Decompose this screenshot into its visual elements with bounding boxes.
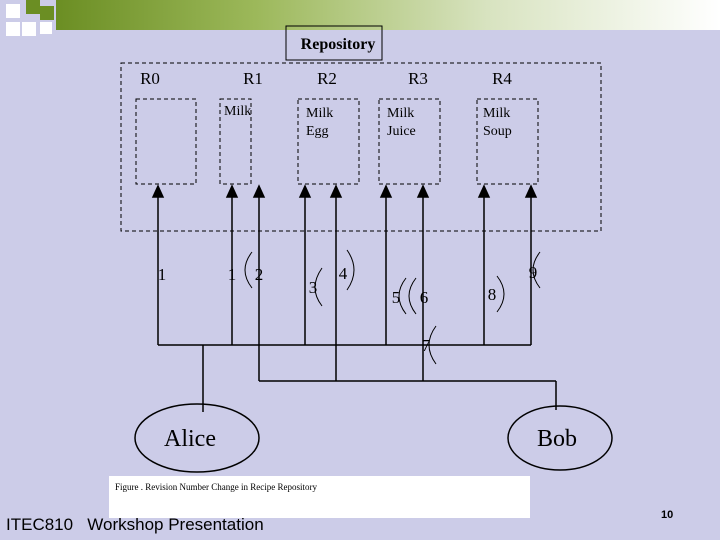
arrow-head bbox=[298, 184, 312, 198]
corner-square-green bbox=[40, 6, 54, 20]
revision-label-r4: R4 bbox=[492, 69, 512, 88]
number-arc bbox=[398, 277, 407, 315]
arrow-head bbox=[225, 184, 239, 198]
revision-number: 9 bbox=[529, 263, 538, 282]
revision-number: 1 bbox=[228, 265, 237, 284]
revision-number: 3 bbox=[309, 278, 318, 297]
item-text: Juice bbox=[387, 124, 416, 139]
repository-title: Repository bbox=[301, 36, 376, 53]
revision-box-r1 bbox=[219, 98, 252, 185]
revision-label-r2: R2 bbox=[317, 69, 337, 88]
header-gradient-stripe bbox=[56, 0, 720, 30]
revision-number: 8 bbox=[488, 285, 497, 304]
number-arc bbox=[496, 275, 505, 313]
corner-square-white bbox=[40, 22, 52, 34]
user-node-alice bbox=[134, 403, 260, 473]
arrow-head bbox=[252, 184, 266, 198]
revision-label-r0: R0 bbox=[140, 69, 160, 88]
number-arc bbox=[244, 251, 253, 289]
number-arc bbox=[408, 277, 417, 315]
item-text: Milk bbox=[306, 106, 333, 121]
revision-number: 1 bbox=[158, 265, 167, 284]
arrow-head bbox=[416, 184, 430, 198]
item-text: Milk bbox=[483, 106, 510, 121]
number-arc bbox=[428, 325, 437, 365]
revision-number: 7 bbox=[422, 336, 431, 355]
revision-label-r1: R1 bbox=[243, 69, 263, 88]
repository-title-box bbox=[285, 25, 383, 61]
arrow-head bbox=[151, 184, 165, 198]
arrow-head bbox=[477, 184, 491, 198]
number-arc bbox=[346, 249, 355, 291]
revision-number: 6 bbox=[420, 288, 429, 307]
arrow-head bbox=[379, 184, 393, 198]
number-arc bbox=[314, 267, 323, 307]
corner-square-white bbox=[22, 22, 36, 36]
item-text: Soup bbox=[483, 124, 512, 139]
arrow-head bbox=[329, 184, 343, 198]
corner-square-white bbox=[6, 4, 20, 18]
revision-label-r3: R3 bbox=[408, 69, 428, 88]
revision-number: 5 bbox=[392, 288, 401, 307]
revision-box-r2 bbox=[297, 98, 360, 185]
user-node-bob bbox=[507, 405, 613, 471]
revision-number: 2 bbox=[255, 265, 264, 284]
repository-area bbox=[120, 62, 602, 232]
user-name-alice: Alice bbox=[164, 426, 216, 452]
footer-course-title: ITEC810 Workshop Presentation bbox=[6, 515, 264, 534]
revision-number: 4 bbox=[339, 264, 348, 283]
corner-square-white bbox=[6, 22, 20, 36]
item-text: Egg bbox=[306, 124, 329, 139]
revision-box-r0 bbox=[135, 98, 197, 185]
revision-box-r4 bbox=[476, 98, 539, 185]
corner-square-green bbox=[26, 0, 40, 14]
figure-caption-box: Figure . Revision Number Change in Recip… bbox=[109, 476, 530, 518]
number-arc bbox=[532, 251, 541, 289]
item-text: Milk bbox=[224, 104, 251, 119]
item-text: Milk bbox=[387, 106, 414, 121]
page-number: 10 bbox=[661, 509, 674, 521]
figure-caption: Figure . Revision Number Change in Recip… bbox=[115, 482, 317, 492]
revision-box-r3 bbox=[378, 98, 441, 185]
arrow-head bbox=[524, 184, 538, 198]
user-name-bob: Bob bbox=[537, 426, 577, 452]
